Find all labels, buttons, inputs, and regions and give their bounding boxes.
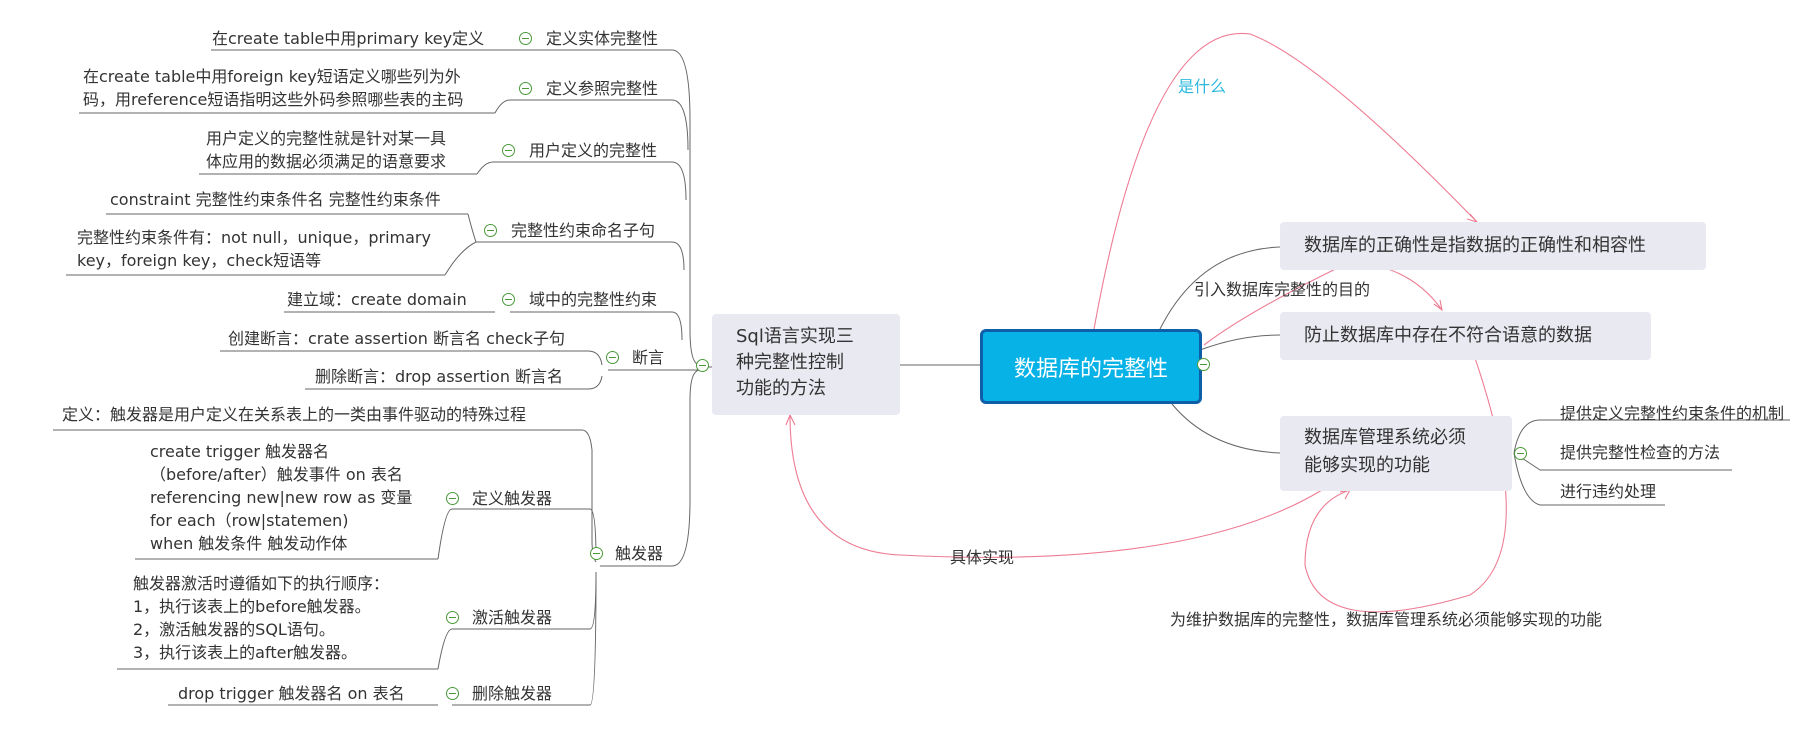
collapse-icon[interactable] [606, 351, 619, 364]
trigger-define-line-4[interactable]: for each（row|statemen) [150, 511, 349, 530]
collapse-icon[interactable] [446, 687, 459, 700]
activate-trigger-label[interactable]: 激活触发器 [472, 608, 553, 627]
correctness-label: 数据库的正确性是指数据的正确性和相容性 [1304, 235, 1646, 256]
entity-detail[interactable]: 在create table中用primary key定义 [212, 29, 485, 48]
trigger-label[interactable]: 触发器 [615, 544, 664, 563]
constraint-detail-1[interactable]: constraint 完整性约束条件名 完整性约束条件 [110, 190, 441, 209]
prevent-node[interactable]: 防止数据库中存在不符合语意的数据 [1280, 312, 1651, 360]
sql-method-node[interactable]: Sql语言实现三 种完整性控制 功能的方法 [712, 314, 900, 415]
relation-implement-label[interactable]: 具体实现 [950, 548, 1015, 567]
collapse-icon[interactable] [502, 293, 515, 306]
trigger-activate-line-2[interactable]: 1，执行该表上的before触发器。 [133, 597, 371, 616]
dbms-function-line-1: 数据库管理系统必须 [1304, 427, 1466, 448]
collapse-icon[interactable] [696, 359, 709, 372]
prevent-label: 防止数据库中存在不符合语意的数据 [1304, 325, 1592, 346]
user-integrity-label[interactable]: 用户定义的完整性 [529, 141, 658, 160]
collapse-icon[interactable] [519, 32, 532, 45]
relation-purpose-label[interactable]: 引入数据库完整性的目的 [1194, 280, 1371, 299]
sql-method-line-2: 种完整性控制 [736, 352, 844, 373]
dbms-function-node[interactable]: 数据库管理系统必须 能够实现的功能 [1280, 416, 1512, 491]
relation-maintain-label[interactable]: 为维护数据库的完整性，数据库管理系统必须能够实现的功能 [1170, 610, 1603, 629]
trigger-activate-line-1[interactable]: 触发器激活时遵循如下的执行顺序： [133, 574, 390, 593]
collapse-icon[interactable] [502, 144, 515, 157]
trigger-define-line-2[interactable]: （before/after）触发事件 on 表名 [150, 465, 403, 484]
trigger-define-line-5[interactable]: when 触发条件 触发动作体 [150, 534, 348, 553]
relation-what-label[interactable]: 是什么 [1178, 77, 1227, 96]
central-topic-label: 数据库的完整性 [1013, 356, 1168, 382]
collapse-icon[interactable] [484, 224, 497, 237]
collapse-icon[interactable] [1197, 358, 1210, 371]
trigger-activate-line-3[interactable]: 2，激活触发器的SQL语句。 [133, 620, 335, 639]
referential-detail-line-1[interactable]: 在create table中用foreign key短语定义哪些列为外 [83, 67, 461, 86]
trigger-activate-line-4[interactable]: 3，执行该表上的after触发器。 [133, 643, 358, 662]
central-topic[interactable]: 数据库的完整性 [980, 329, 1202, 404]
trigger-definition[interactable]: 定义：触发器是用户定义在关系表上的一类由事件驱动的特殊过程 [62, 405, 527, 424]
assertion-create[interactable]: 创建断言：crate assertion 断言名 check子句 [228, 329, 565, 348]
correctness-node[interactable]: 数据库的正确性是指数据的正确性和相容性 [1280, 222, 1706, 270]
sql-method-line-3: 功能的方法 [736, 378, 826, 399]
referential-integrity-label[interactable]: 定义参照完整性 [546, 79, 659, 98]
entity-integrity-label[interactable]: 定义实体完整性 [546, 29, 659, 48]
collapse-icon[interactable] [590, 547, 603, 560]
assertion-drop[interactable]: 删除断言：drop assertion 断言名 [315, 367, 564, 386]
collapse-icon[interactable] [446, 492, 459, 505]
trigger-delete-detail[interactable]: drop trigger 触发器名 on 表名 [178, 684, 405, 703]
user-detail-line-1[interactable]: 用户定义的完整性就是针对某一具 [206, 129, 447, 148]
trigger-define-line-1[interactable]: create trigger 触发器名 [150, 442, 329, 461]
dbms-child-check[interactable]: 提供完整性检查的方法 [1560, 443, 1721, 462]
delete-trigger-label[interactable]: 删除触发器 [472, 684, 553, 703]
referential-detail-line-2[interactable]: 码，用reference短语指明这些外码参照哪些表的主码 [83, 90, 464, 109]
define-trigger-label[interactable]: 定义触发器 [472, 489, 553, 508]
trigger-define-line-3[interactable]: referencing new|new row as 变量 [150, 488, 413, 507]
domain-constraint-label[interactable]: 域中的完整性约束 [529, 290, 658, 309]
assertion-label[interactable]: 断言 [632, 348, 665, 367]
dbms-child-mechanism[interactable]: 提供定义完整性约束条件的机制 [1560, 404, 1785, 423]
constraint-detail-2-line-1[interactable]: 完整性约束条件有：not null，unique，primary [77, 228, 431, 247]
dbms-function-line-2: 能够实现的功能 [1304, 455, 1430, 476]
sql-method-line-1: Sql语言实现三 [736, 326, 854, 347]
dbms-child-violation[interactable]: 进行违约处理 [1560, 482, 1657, 501]
domain-detail[interactable]: 建立域：create domain [287, 290, 467, 309]
constraint-clause-label[interactable]: 完整性约束命名子句 [511, 221, 656, 240]
collapse-icon[interactable] [446, 611, 459, 624]
collapse-icon[interactable] [519, 82, 532, 95]
constraint-detail-2-line-2[interactable]: key，foreign key，check短语等 [77, 251, 322, 270]
user-detail-line-2[interactable]: 体应用的数据必须满足的语意要求 [206, 152, 447, 171]
collapse-icon[interactable] [1514, 447, 1527, 460]
